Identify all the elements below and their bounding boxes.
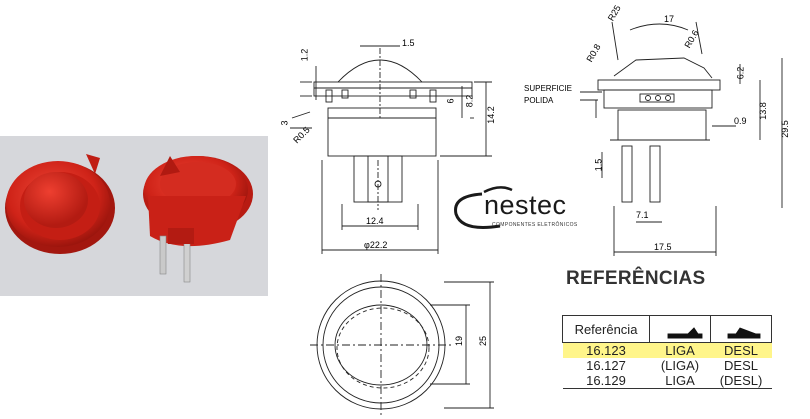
table-cell-on: LIGA bbox=[665, 373, 695, 388]
side-view bbox=[580, 21, 783, 256]
dim-14-2: 14.2 bbox=[485, 106, 496, 124]
table-header-reference: Referência bbox=[562, 315, 650, 343]
dim-1-5: 1.5 bbox=[402, 38, 415, 48]
dim-17-5: 17.5 bbox=[654, 242, 672, 252]
cinestec-logo: nestec COMPONENTES ELETRÔNICOS bbox=[452, 188, 592, 238]
table-cell-on: LIGA bbox=[649, 342, 711, 358]
dim-6: 6 bbox=[445, 98, 456, 104]
dim-3: 3 bbox=[279, 120, 290, 126]
table-cell-ref: 16.127 bbox=[586, 358, 626, 373]
label-surface-1: SUPERFICIE bbox=[524, 84, 573, 93]
label-surface-2: POLIDA bbox=[524, 96, 554, 105]
table-row: 16.129 LIGA (DESL) bbox=[563, 373, 772, 389]
table-cell-ref: 16.123 bbox=[562, 342, 650, 358]
dim-1-2: 1.2 bbox=[299, 48, 310, 62]
product-photo bbox=[0, 136, 268, 296]
dim-7-1: 7.1 bbox=[636, 210, 649, 220]
dim-19: 19 bbox=[454, 335, 465, 347]
dim-0-9: 0.9 bbox=[734, 116, 747, 126]
table-cell-off: (DESL) bbox=[719, 373, 763, 388]
table-header-off-icon bbox=[710, 315, 772, 343]
table-cell-off: DESL bbox=[710, 342, 772, 358]
table-cell-off: DESL bbox=[724, 358, 758, 373]
table-cell-ref: 16.129 bbox=[586, 373, 626, 388]
table-row: 16.127 (LIGA) DESL bbox=[563, 358, 772, 373]
front-view bbox=[290, 45, 492, 254]
dim-angle: 17 bbox=[664, 14, 675, 24]
dim-25: 25 bbox=[478, 335, 489, 347]
dim-13-8: 13.8 bbox=[757, 102, 768, 120]
dim-8-2: 8.2 bbox=[464, 94, 475, 108]
top-view bbox=[310, 274, 494, 416]
logo-tagline: COMPONENTES ELETRÔNICOS bbox=[492, 222, 578, 228]
logo-brand-text: nestec bbox=[484, 190, 567, 220]
dim-diameter: φ22.2 bbox=[364, 240, 388, 250]
dim-1-5-pin: 1.5 bbox=[593, 158, 604, 172]
references-title: REFERÊNCIAS bbox=[566, 268, 706, 289]
dim-12-4: 12.4 bbox=[366, 216, 384, 226]
dim-6-2: 6.2 bbox=[735, 66, 746, 80]
table-cell-on: (LIGA) bbox=[660, 358, 700, 373]
table-header-on-icon bbox=[649, 315, 711, 343]
dim-29-5: 29.5 bbox=[779, 120, 790, 138]
